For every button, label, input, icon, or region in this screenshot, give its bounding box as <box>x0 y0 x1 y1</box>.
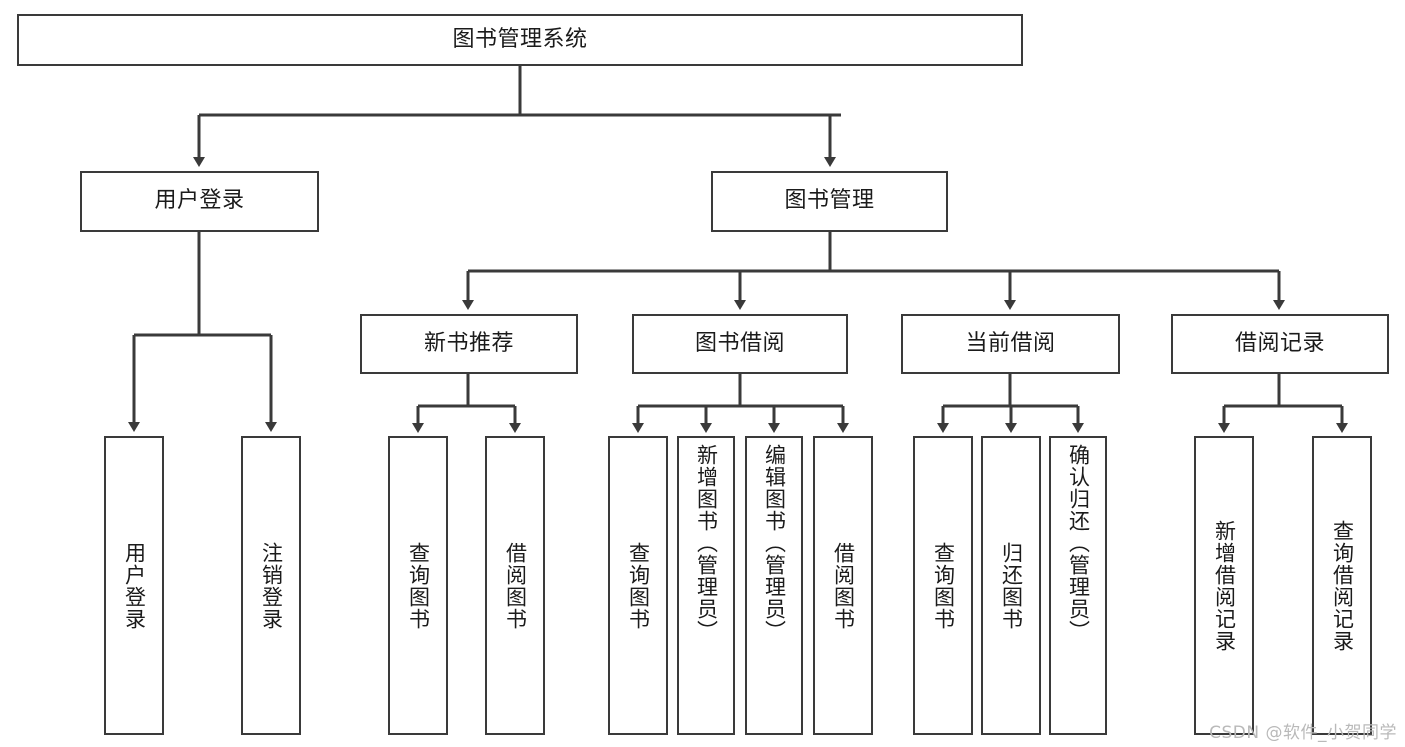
node-new-book-recommend[interactable]: 新书推荐 <box>360 314 578 374</box>
node-leaf-confirm-return[interactable]: 确认归还（管理员） <box>1049 436 1107 735</box>
node-leaf-borrow-book-1[interactable]: 借阅图书 <box>485 436 545 735</box>
leaf-label: 借阅图书 <box>503 541 528 630</box>
node-leaf-query-book-1[interactable]: 查询图书 <box>388 436 448 735</box>
leaf-label: 查询借阅记录 <box>1330 519 1355 652</box>
leaf-label: 新增借阅记录 <box>1212 519 1237 652</box>
leaf-label: 查询图书 <box>626 541 651 630</box>
node-borrow-record[interactable]: 借阅记录 <box>1171 314 1389 374</box>
node-leaf-add-book[interactable]: 新增图书（管理员） <box>677 436 735 735</box>
leaf-label: 查询图书 <box>931 541 956 630</box>
leaf-label: 新增图书（管理员） <box>694 444 719 642</box>
node-leaf-user-login[interactable]: 用户登录 <box>104 436 164 735</box>
node-leaf-query-book-3[interactable]: 查询图书 <box>913 436 973 735</box>
leaf-label: 用户登录 <box>122 541 147 630</box>
csdn-watermark: CSDN @软件_小贺同学 <box>1209 723 1397 743</box>
leaf-label: 确认归还（管理员） <box>1066 444 1091 642</box>
node-book-borrow[interactable]: 图书借阅 <box>632 314 848 374</box>
node-book-manage[interactable]: 图书管理 <box>711 171 948 232</box>
node-root[interactable]: 图书管理系统 <box>17 14 1023 66</box>
leaf-label: 归还图书 <box>999 541 1024 630</box>
leaf-label: 借阅图书 <box>831 541 856 630</box>
node-leaf-query-record[interactable]: 查询借阅记录 <box>1312 436 1372 735</box>
node-leaf-query-book-2[interactable]: 查询图书 <box>608 436 668 735</box>
node-leaf-add-record[interactable]: 新增借阅记录 <box>1194 436 1254 735</box>
node-leaf-return-book[interactable]: 归还图书 <box>981 436 1041 735</box>
leaf-label: 查询图书 <box>406 541 431 630</box>
node-leaf-borrow-book-2[interactable]: 借阅图书 <box>813 436 873 735</box>
node-user-login[interactable]: 用户登录 <box>80 171 319 232</box>
leaf-label: 注销登录 <box>259 541 284 630</box>
leaf-label: 编辑图书（管理员） <box>762 444 787 642</box>
node-leaf-edit-book[interactable]: 编辑图书（管理员） <box>745 436 803 735</box>
node-leaf-user-logout[interactable]: 注销登录 <box>241 436 301 735</box>
node-current-borrow[interactable]: 当前借阅 <box>901 314 1120 374</box>
